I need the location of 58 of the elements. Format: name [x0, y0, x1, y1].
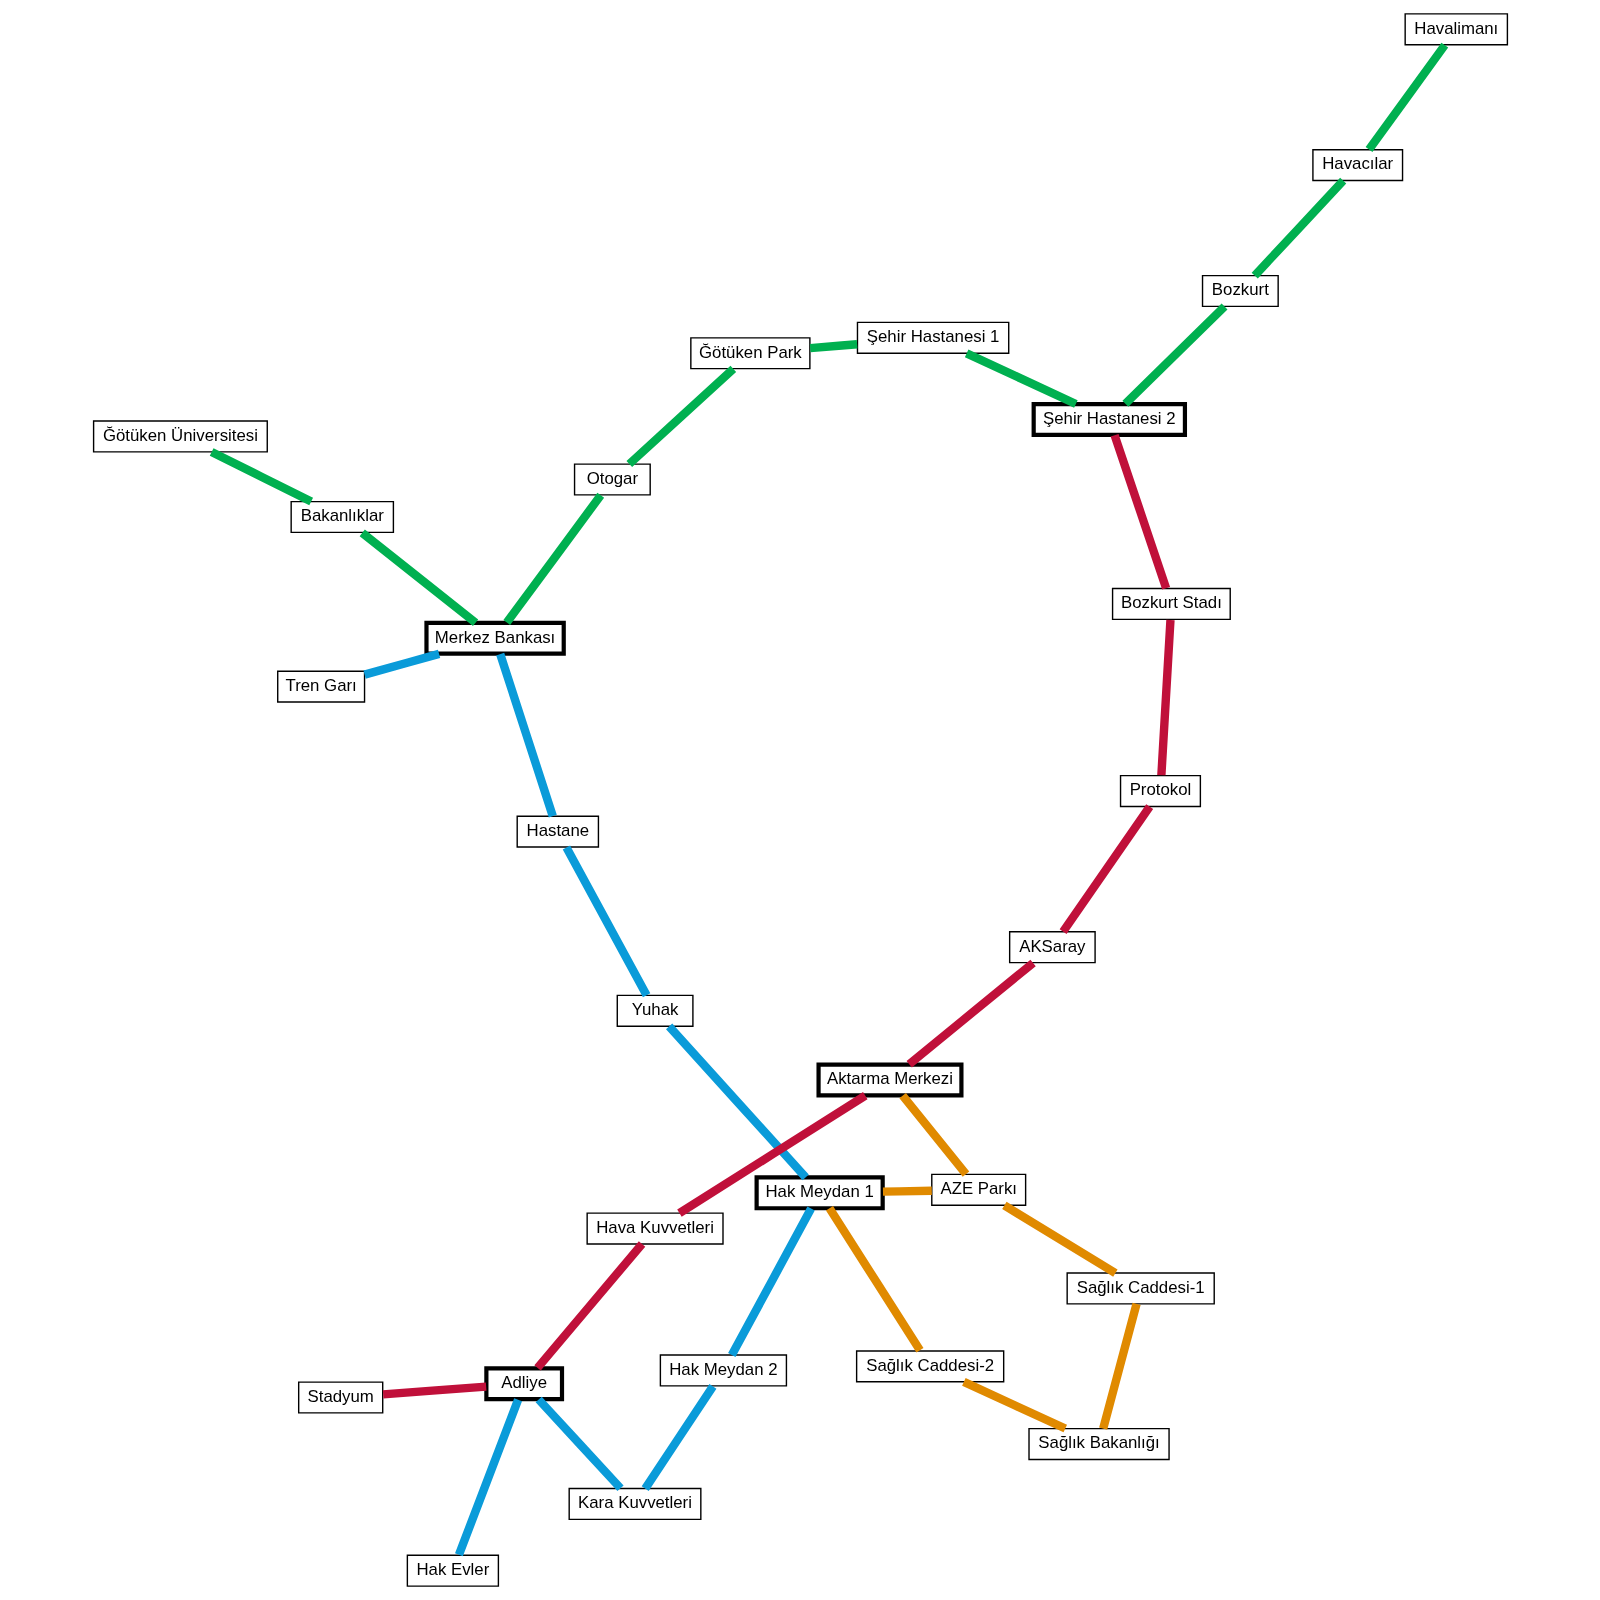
connector: [209, 448, 313, 506]
connector: [665, 1023, 809, 1181]
connector: [676, 1092, 868, 1217]
connector: [641, 1384, 716, 1491]
node-box: Hava Kuvvetleri: [585, 1212, 724, 1245]
node-box: Hak Evler: [406, 1554, 499, 1587]
connector: [362, 649, 440, 679]
connector: [961, 1378, 1067, 1433]
node-box: Havalimanı: [1403, 13, 1508, 46]
node-box: AKSaray: [1008, 931, 1096, 964]
connector: [809, 340, 857, 353]
connector: [906, 959, 1036, 1068]
node-box: Bakanlıklar: [289, 500, 394, 534]
connector: [382, 1382, 486, 1399]
connector: [454, 1398, 522, 1557]
connector: [1001, 1201, 1118, 1277]
connector: [502, 492, 604, 625]
node-box: Kara Kuvvetleri: [568, 1487, 702, 1521]
node-box: Sağlık Caddesi-1: [1065, 1272, 1215, 1305]
connector: [495, 652, 557, 818]
connector: [964, 349, 1078, 408]
node-box: Merkez Bankası: [423, 620, 566, 656]
connector: [1098, 1302, 1141, 1430]
connector: [1365, 42, 1448, 152]
node-box: Hak Meydan 1: [754, 1175, 885, 1211]
node-box: AZE Parkı: [930, 1173, 1026, 1206]
connector: [1156, 619, 1175, 776]
node-box: Sağlık Caddesi-2: [855, 1350, 1004, 1383]
node-box: Otogar: [573, 463, 651, 496]
node-box: Protokol: [1119, 774, 1201, 808]
node-box: Bozkurt: [1201, 274, 1279, 308]
node-box: Aktarma Merkezi: [815, 1062, 963, 1098]
node-box: Tren Garı: [276, 670, 365, 703]
node-box: Stadyum: [297, 1381, 383, 1414]
connector: [535, 1396, 624, 1492]
node-box: Şehir Hastanesi 1: [856, 321, 1009, 354]
node-box: Hastane: [516, 815, 599, 848]
node-box: Bozkurt Stadı: [1111, 587, 1231, 621]
connector: [625, 365, 736, 468]
connector: [825, 1206, 923, 1353]
connector: [1121, 303, 1227, 407]
connector: [898, 1093, 969, 1177]
node-box: Havacılar: [1311, 149, 1403, 182]
connector: [882, 1186, 932, 1196]
connector: [727, 1206, 815, 1357]
node-box: Adliye: [483, 1366, 564, 1402]
connector: [562, 845, 650, 998]
connector: [1110, 433, 1170, 590]
connector: [1251, 177, 1346, 279]
node-box: Ğötüken Üniversitesi: [92, 420, 268, 453]
node-box: Hak Meydan 2: [659, 1354, 787, 1387]
node-box: Sağlık Bakanlığı: [1027, 1427, 1170, 1461]
connector: [1059, 804, 1153, 935]
node-box: Şehir Hastanesi 2: [1031, 402, 1187, 437]
node-box: Yuhak: [616, 994, 694, 1027]
connector: [359, 529, 478, 627]
connector: [533, 1241, 645, 1371]
node-box: Ğötüken Park: [689, 337, 811, 370]
